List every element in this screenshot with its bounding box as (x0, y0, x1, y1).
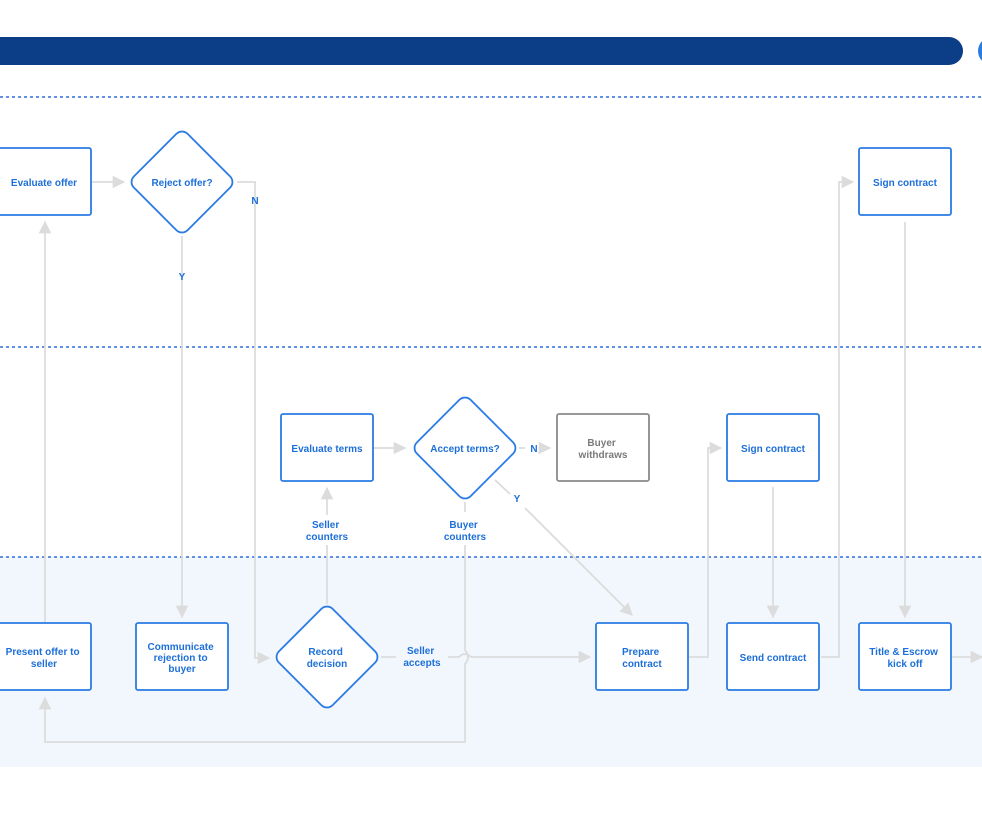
decision-record-decision[interactable]: Record decision (273, 603, 380, 710)
edge-buyer-counters (45, 502, 469, 743)
edge-accept-yes (494, 479, 632, 615)
node-label: Sign contract (873, 178, 938, 189)
node-label: Reject offer? (151, 178, 212, 189)
header-circle-partial (978, 41, 982, 61)
decision-accept-terms[interactable]: Accept terms? (411, 394, 518, 501)
node-label: Present offer to seller (6, 647, 83, 670)
node-label: Prepare contract (622, 647, 662, 670)
label-reject-yes: Y (179, 272, 186, 283)
node-label: Sign contract (741, 444, 806, 455)
label-seller-accepts: Seller accepts (403, 646, 441, 669)
node-sign-contract-mid[interactable]: Sign contract (726, 413, 820, 482)
node-evaluate-terms[interactable]: Evaluate terms (280, 413, 374, 482)
edge-send-to-sign-top (821, 175, 855, 658)
node-evaluate-offer[interactable]: Evaluate offer (0, 147, 92, 216)
decision-reject-offer[interactable]: Reject offer? (128, 128, 235, 235)
node-label: Evaluate terms (291, 444, 363, 455)
node-send-contract[interactable]: Send contract (726, 622, 820, 691)
node-label: Title & Escrow kick off (869, 647, 941, 670)
node-label: Evaluate offer (11, 178, 77, 189)
node-present-offer[interactable]: Present offer to seller (0, 622, 92, 691)
label-accept-yes: Y (514, 494, 521, 505)
node-title-escrow[interactable]: Title & Escrow kick off (858, 622, 952, 691)
label-buyer-counters: Buyer counters (444, 520, 487, 543)
node-communicate-rejection[interactable]: Communicate rejection to buyer (135, 622, 229, 691)
node-buyer-withdraws[interactable]: Buyer withdraws (556, 413, 650, 482)
node-prepare-contract[interactable]: Prepare contract (595, 622, 689, 691)
label-seller-counters: Seller counters (306, 520, 349, 543)
label-reject-no: N (251, 196, 258, 207)
label-accept-no: N (530, 444, 537, 455)
edge-prepare-to-sign (689, 441, 723, 658)
node-label: Send contract (740, 653, 807, 664)
node-label: Record decision (307, 647, 348, 670)
edge-seller-accepts-tail (448, 650, 592, 664)
connectors (45, 175, 982, 743)
header-bar (0, 37, 963, 65)
node-sign-contract-top[interactable]: Sign contract (858, 147, 952, 216)
edge-reject-no (237, 181, 271, 665)
node-label: Communicate rejection to buyer (148, 642, 217, 675)
node-label: Accept terms? (430, 444, 499, 455)
node-label: Buyer withdraws (578, 438, 628, 461)
